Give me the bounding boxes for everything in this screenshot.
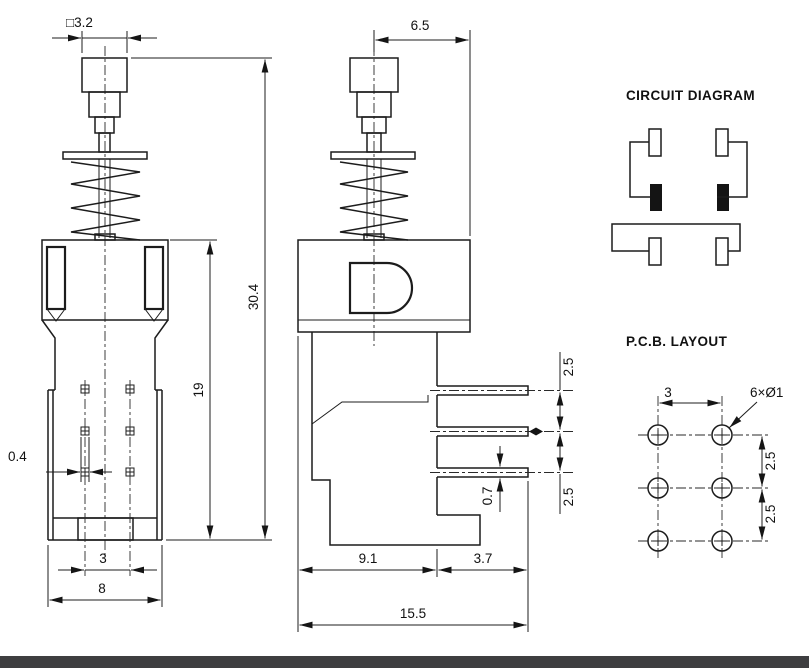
d-shaped-hole	[348, 261, 414, 315]
ext-lines-height	[131, 57, 272, 541]
flange	[62, 151, 148, 160]
pcb-hole	[647, 477, 669, 499]
pcb-centerlines	[638, 396, 770, 558]
body-upper	[41, 239, 169, 321]
plunger-cap	[81, 57, 128, 93]
ext-lines-top-offset	[373, 30, 471, 236]
ext-lines-body-width	[47, 545, 163, 607]
dim-cap-square-label: □3.2	[66, 15, 93, 30]
dim-pin-width-label: 0.4	[8, 449, 27, 464]
dim-hole-pitch-y-lower-label: 2.5	[763, 505, 778, 524]
ext-lines-cap	[81, 31, 128, 53]
clip-notches	[46, 308, 164, 322]
dim-pin-protrusion-label: 3.7	[474, 551, 493, 566]
spring	[70, 161, 141, 241]
bottom-boss	[77, 517, 134, 541]
pin-centerlines-front	[84, 380, 131, 576]
circuit-diagram-title: CIRCUIT DIAGRAM	[626, 88, 755, 103]
ext-lines-pin-width	[80, 437, 90, 482]
circuit-diagram: CIRCUIT DIAGRAM	[611, 88, 755, 266]
pin-centerlines-side	[430, 390, 575, 473]
plunger-stem-lower	[94, 116, 115, 134]
dim-pin-thickness-label: 0.7	[480, 487, 495, 506]
body-block-side	[297, 239, 471, 333]
dim-pitch-lower-label: 2.5	[561, 488, 576, 507]
dim-overall-height-label: 30.4	[246, 283, 261, 310]
footer-bar	[0, 656, 809, 668]
dim-body-depth-label: 9.1	[359, 551, 378, 566]
dim-hole-pitch-x-label: 3	[664, 385, 672, 400]
pins-front	[80, 384, 135, 477]
pcb-layout-title: P.C.B. LAYOUT	[626, 334, 728, 349]
dim-hole-pitch-y-upper-label: 2.5	[763, 452, 778, 471]
terminal-bottom-left	[648, 237, 662, 266]
pcb-hole	[711, 530, 733, 552]
pin-tip-marker	[529, 427, 543, 436]
terminal-top-right	[715, 128, 729, 157]
front-view	[41, 46, 169, 576]
pcb-layout: P.C.B. LAYOUT 3 6×Ø1 2.5 2.5	[626, 334, 783, 558]
dim-body-height-label: 19	[191, 382, 206, 397]
flange-side	[330, 151, 416, 160]
internal-edge	[311, 395, 429, 425]
plunger-stem-upper	[88, 91, 121, 118]
dim-pitch-upper-label: 2.5	[561, 358, 576, 377]
ext-lines-depth	[297, 336, 529, 632]
contact-left	[650, 184, 662, 211]
wire-right	[717, 141, 748, 198]
dim-hole-note-label: 6×Ø1	[750, 385, 783, 400]
dim-top-offset-label: 6.5	[411, 18, 430, 33]
pcb-hole	[647, 424, 669, 446]
dim-pin-pitch-label: 3	[99, 551, 107, 566]
wire-left	[629, 141, 650, 198]
terminal-top-left	[648, 128, 662, 157]
terminal-bottom-right	[715, 237, 729, 266]
pcb-hole	[647, 530, 669, 552]
dim-overall-depth-label: 15.5	[400, 606, 426, 621]
mounting-clip-left	[45, 245, 67, 311]
front-view-dimensions: □3.2 30.4 19 0.4 3 8	[8, 15, 272, 607]
pcb-hole	[711, 424, 733, 446]
wire-bottom	[611, 223, 741, 252]
body-taper	[41, 319, 169, 390]
side-view	[297, 46, 575, 546]
pcb-hole	[711, 477, 733, 499]
side-view-dimensions: 6.5 2.5 2.5 0.7 9.1 3.7 15.5	[297, 18, 576, 632]
spring-side	[339, 161, 409, 241]
side-lower-body	[311, 332, 481, 546]
plunger-shaft	[98, 132, 111, 153]
leader-line-hole-note	[729, 401, 758, 428]
mounting-clip-right	[143, 245, 165, 311]
hole-crosshairs	[653, 430, 727, 546]
dim-body-width-label: 8	[98, 581, 106, 596]
